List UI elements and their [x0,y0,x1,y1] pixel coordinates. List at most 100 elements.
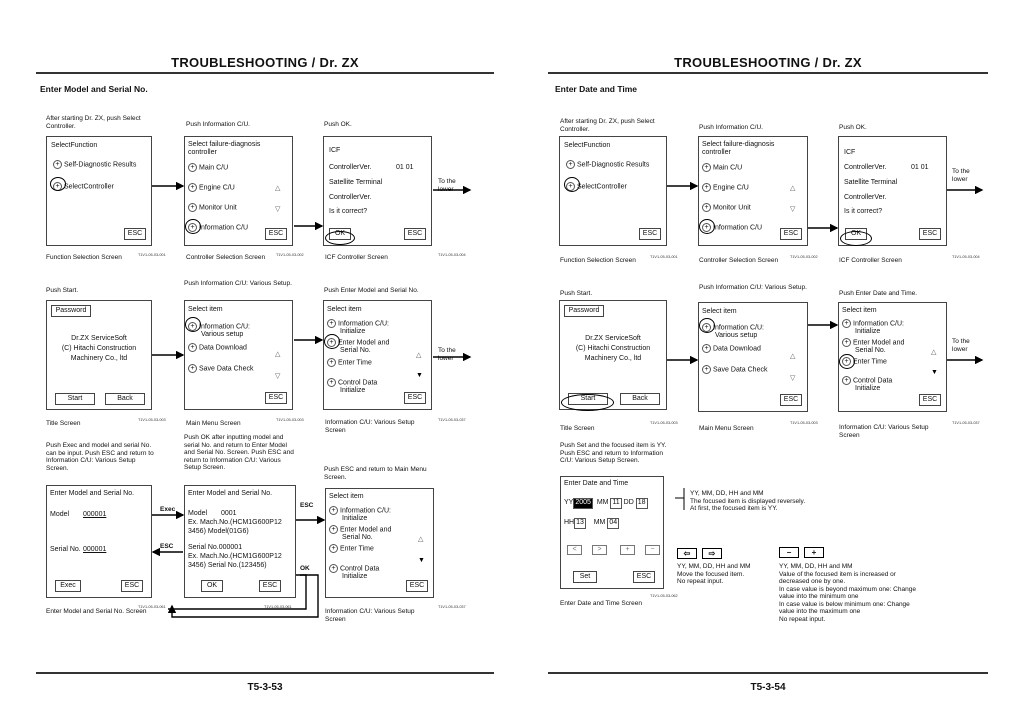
figure-code: T1V1-05-03-061 [264,605,292,609]
figure-code: T1V1-05-03-001 [650,255,678,259]
menu-item[interactable]: +Main C/U [702,163,742,172]
plus-button[interactable]: + [620,545,635,555]
screen-title: Enter Model and Serial No. [50,490,135,497]
menu-item[interactable]: +Control Data [327,378,377,387]
screen-caption: Function Selection Screen [560,257,636,264]
menu-item[interactable]: +Enter Model and [842,338,904,347]
ok-arrow-label: OK [300,565,310,572]
set-button[interactable]: Set [573,571,597,583]
hour-field[interactable]: 13 [574,518,586,529]
plus-icon: + [702,183,711,192]
menu-item[interactable]: +Information C/U: [842,319,904,328]
menu-item[interactable]: +Control Data [329,564,379,573]
model-value[interactable]: 0001 [221,510,237,517]
scroll-up-icon[interactable]: △ [416,352,422,359]
minute-field[interactable]: 04 [607,518,620,529]
exec-button[interactable]: Exec [55,580,81,592]
menu-item-label: Engine C/U [713,184,749,192]
menu-item[interactable]: +Control Data [842,376,892,385]
serial-value[interactable]: 000001 [83,546,107,553]
scroll-down-icon[interactable]: ▽ [790,375,796,382]
esc-button[interactable]: ESC [265,392,287,404]
plus-icon: + [327,358,336,367]
start-button[interactable]: Start [55,393,95,405]
menu-item[interactable]: +Enter Time [329,544,374,553]
plus-icon: + [702,365,711,374]
back-button[interactable]: Back [105,393,145,405]
esc-button[interactable]: ESC [919,394,941,406]
note-line: YY, MM, DD, HH and MM [779,563,853,570]
figure-code: T1V1-05-03-002 [276,253,304,257]
menu-item[interactable]: +Monitor Unit [188,203,237,212]
note-line: No repeat input. [677,578,724,585]
esc-button[interactable]: ESC [404,228,426,240]
menu-item[interactable]: +Enter Time [327,358,372,367]
menu-item[interactable]: +Engine C/U [702,183,749,192]
highlight-circle [185,219,201,234]
menu-item[interactable]: +Data Download [188,343,247,352]
esc-button[interactable]: ESC [639,228,661,240]
esc-button[interactable]: ESC [919,228,941,240]
esc-button[interactable]: ESC [121,580,143,592]
scroll-up-icon[interactable]: △ [790,185,796,192]
screen-text: ControllerVer. [844,164,887,171]
esc-arrow-label: ESC [300,502,314,509]
model-value[interactable]: 000001 [83,511,107,518]
step-caption: Push Information C/U: Various Setup. [699,284,807,291]
back-button[interactable]: Back [620,393,660,405]
left-arrow-button[interactable]: < [567,545,582,555]
menu-item[interactable]: +Monitor Unit [702,203,751,212]
menu-item[interactable]: +Self-Diagnostic Results [566,160,649,169]
menu-item[interactable]: +Engine C/U [188,183,235,192]
menu-item[interactable]: +Main C/U [188,163,228,172]
menu-item-label: Control Data [340,565,380,573]
scroll-down-icon[interactable]: ▽ [275,206,281,213]
left-arrow-key[interactable]: ⇦ [677,548,697,559]
menu-item-label: Enter Time [340,545,374,553]
minus-key[interactable]: − [779,547,799,558]
scroll-down-filled-icon[interactable]: ▼ [416,372,423,379]
esc-button[interactable]: ESC [780,394,802,406]
right-arrow-key[interactable]: ⇨ [702,548,722,559]
password-button[interactable]: Password [51,305,91,317]
scroll-up-icon[interactable]: △ [275,185,281,192]
serial-value[interactable]: Serial No.000001 [188,544,243,551]
scroll-down-filled-icon[interactable]: ▼ [418,557,425,564]
esc-button[interactable]: ESC [633,571,655,583]
scroll-up-icon[interactable]: △ [418,536,424,543]
scroll-down-icon[interactable]: ▽ [275,373,281,380]
esc-button[interactable]: ESC [124,228,146,240]
menu-item-sublabel: Various setup [201,331,244,338]
menu-item[interactable]: +Enter Model and [329,525,391,534]
day-field[interactable]: 18 [635,498,648,509]
scroll-up-icon[interactable]: △ [790,353,796,360]
plus-icon: + [566,160,575,169]
right-arrow-button[interactable]: > [592,545,607,555]
year-field[interactable]: 2005 [573,498,593,509]
screen-caption: Enter Model and Serial No. Screen [46,608,147,615]
screen-caption: Information C/U: Various Setup Screen [839,424,929,439]
day-label: DD [623,499,634,506]
menu-item-sublabel: Serial No. [855,347,886,354]
menu-item[interactable]: +Information C/U: [329,506,391,515]
esc-button[interactable]: ESC [259,580,281,592]
menu-item[interactable]: +Information C/U: [327,319,389,328]
menu-item[interactable]: +Save Data Check [188,364,253,373]
password-button[interactable]: Password [564,305,604,317]
scroll-up-icon[interactable]: △ [931,349,937,356]
month-field[interactable]: 11 [610,498,622,509]
plus-key[interactable]: + [804,547,824,558]
esc-button[interactable]: ESC [265,228,287,240]
menu-item[interactable]: +Self-Diagnostic Results [53,160,136,169]
esc-button[interactable]: ESC [404,392,426,404]
esc-button[interactable]: ESC [406,580,428,592]
ok-button[interactable]: OK [201,580,223,592]
highlight-circle [50,177,66,191]
menu-item[interactable]: +Save Data Check [702,365,767,374]
menu-item[interactable]: +Data Download [702,344,761,353]
minus-button[interactable]: − [645,545,660,555]
scroll-up-icon[interactable]: △ [275,351,281,358]
esc-button[interactable]: ESC [780,228,802,240]
scroll-down-filled-icon[interactable]: ▼ [931,369,938,376]
scroll-down-icon[interactable]: ▽ [790,206,796,213]
